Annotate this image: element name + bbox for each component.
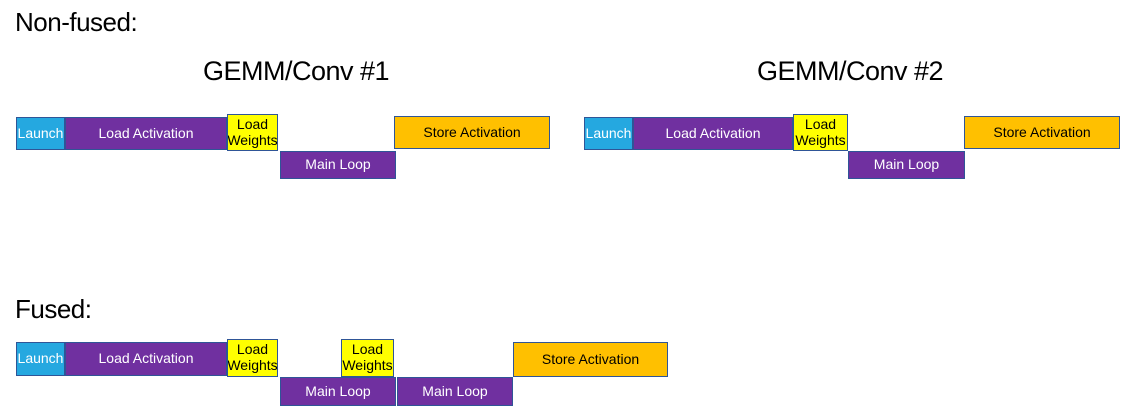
box-store-activation-fused: Store Activation	[513, 342, 668, 377]
title-gemm-conv-2: GEMM/Conv #2	[757, 56, 944, 86]
box-load-activation-fused: Load Activation	[65, 342, 227, 376]
box-launch-gemm1: Launch	[16, 117, 65, 150]
section-label-fused: Fused:	[15, 294, 92, 324]
box-load-activation-gemm1: Load Activation	[65, 117, 227, 150]
box-load-weights-2-fused: Load Weights	[341, 339, 394, 377]
box-main-loop-gemm1: Main Loop	[280, 151, 396, 179]
box-main-loop-gemm2: Main Loop	[848, 151, 965, 179]
section-label-non-fused: Non-fused:	[15, 7, 138, 37]
title-gemm-conv-1: GEMM/Conv #1	[203, 56, 390, 86]
box-store-activation-gemm1: Store Activation	[394, 116, 550, 149]
box-launch-gemm2: Launch	[584, 117, 633, 150]
box-launch-fused: Launch	[16, 342, 65, 376]
box-load-weights-1-fused: Load Weights	[227, 339, 278, 377]
box-load-activation-gemm2: Load Activation	[633, 117, 793, 150]
box-main-loop-1-fused: Main Loop	[280, 377, 396, 406]
box-load-weights-gemm1: Load Weights	[227, 114, 278, 151]
box-store-activation-gemm2: Store Activation	[964, 116, 1120, 149]
box-load-weights-gemm2: Load Weights	[793, 114, 848, 151]
box-main-loop-2-fused: Main Loop	[397, 377, 513, 406]
